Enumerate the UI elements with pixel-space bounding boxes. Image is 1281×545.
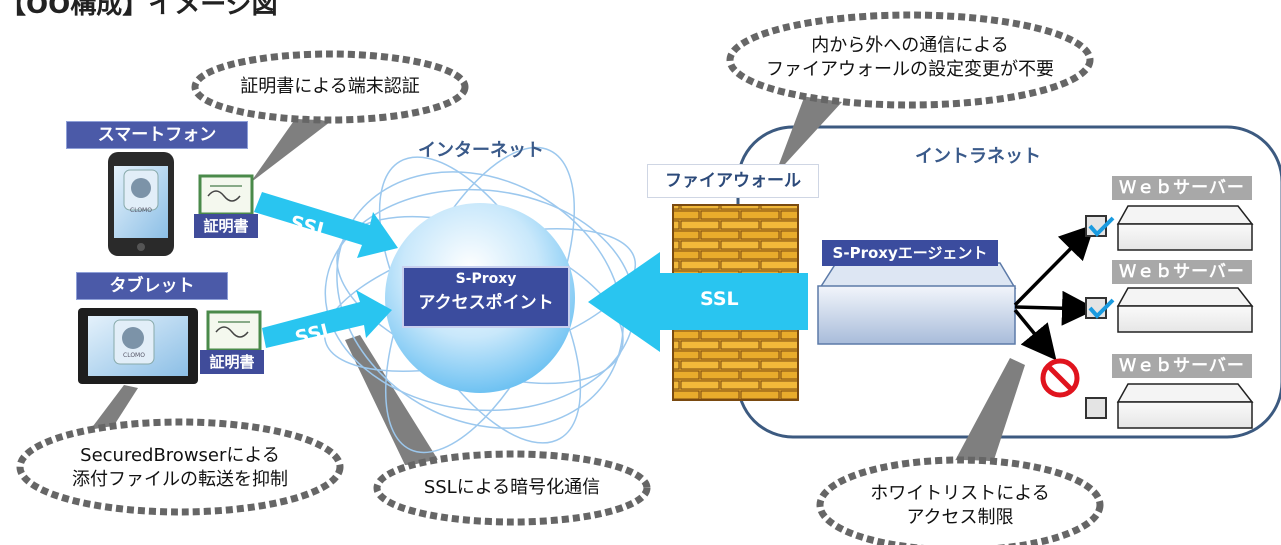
certificate-label-bottom: 証明書 xyxy=(200,350,264,374)
tablet-app-text: CLOMO xyxy=(123,352,145,359)
callout-ellipse-secured xyxy=(16,418,344,516)
check-icon-1 xyxy=(1088,216,1115,237)
callout-ellipse-ssl xyxy=(373,450,651,526)
agent-box-top xyxy=(818,262,1017,289)
ssl-arrow-top xyxy=(254,192,398,258)
ssl-label-big: SSL xyxy=(700,288,739,310)
callout-ssl-encrypt: SSLによる暗号化通信 xyxy=(423,477,601,498)
smartphone-device xyxy=(108,152,174,256)
web-server-2 xyxy=(1116,287,1254,333)
callout-ellipse-firewall xyxy=(726,11,1094,109)
web-server-label-3: Ｗｅｂサーバー xyxy=(1112,354,1252,378)
callout-firewall: 内から外への通信による ファイアウォールの設定変更が不要 xyxy=(730,34,1090,82)
web-server-1 xyxy=(1116,205,1254,251)
callout-secured-browser: SecuredBrowserによる 添付ファイルの転送を抑制 xyxy=(30,444,330,492)
agent-label: S-Proxyエージェント xyxy=(822,240,998,266)
certificate-icon-bottom xyxy=(206,310,262,352)
callout-firewall-line1: 内から外への通信による xyxy=(811,35,1009,56)
callout-pointer-firewall xyxy=(775,95,842,175)
callout-firewall-line2: ファイアウォールの設定変更が不要 xyxy=(766,59,1054,80)
callout-whitelist-line1: ホワイトリストによる xyxy=(870,483,1050,504)
smartphone-label: スマートフォン xyxy=(66,121,248,149)
callout-whitelist-line2: アクセス制限 xyxy=(906,507,1014,528)
server-checkbox-3 xyxy=(1085,397,1107,419)
deny-icon xyxy=(1040,358,1080,398)
certificate-icon-top xyxy=(198,174,254,216)
agent-box xyxy=(817,285,1016,345)
access-point-box: S-Proxy アクセスポイント xyxy=(402,266,570,328)
callout-pointer-ssl xyxy=(345,335,440,465)
tablet-device xyxy=(78,308,198,384)
page-title: 【OO構成】イメージ図 xyxy=(0,0,278,20)
ssl-arrow-bottom xyxy=(262,290,392,348)
callout-secured-line2: 添付ファイルの転送を抑制 xyxy=(72,469,288,490)
web-server-label-2: Ｗｅｂサーバー xyxy=(1112,260,1252,284)
access-point-line1: S-Proxy xyxy=(455,271,517,287)
web-server-3 xyxy=(1116,383,1254,429)
certificate-label-top: 証明書 xyxy=(194,214,258,238)
callout-whitelist: ホワイトリストによる アクセス制限 xyxy=(840,482,1080,530)
access-point-line2: アクセスポイント xyxy=(418,293,554,313)
branch-arrow-1 xyxy=(1013,224,1095,307)
callout-secured-line1: SecuredBrowserによる xyxy=(80,445,280,466)
intranet-label: イントラネット xyxy=(915,146,1041,167)
web-server-label-1: Ｗｅｂサーバー xyxy=(1112,176,1252,200)
callout-pointer-whitelist xyxy=(950,358,1025,472)
firewall-label: ファイアウォール xyxy=(647,164,819,198)
ssl-arrow-big xyxy=(588,252,808,352)
tablet-label: タブレット xyxy=(76,272,228,300)
callout-cert-auth: 証明書による端末認証 xyxy=(240,76,420,97)
callout-ellipse-cert xyxy=(191,50,469,124)
branch-arrow-2 xyxy=(1014,290,1097,326)
callout-pointer-cert xyxy=(250,115,330,183)
smartphone-app-text: CLOMO xyxy=(130,207,152,214)
callout-ellipse-whitelist xyxy=(816,456,1104,545)
check-icon-2 xyxy=(1088,298,1115,319)
internet-label: インターネット xyxy=(418,140,544,161)
branch-arrow-3 xyxy=(1013,308,1057,361)
